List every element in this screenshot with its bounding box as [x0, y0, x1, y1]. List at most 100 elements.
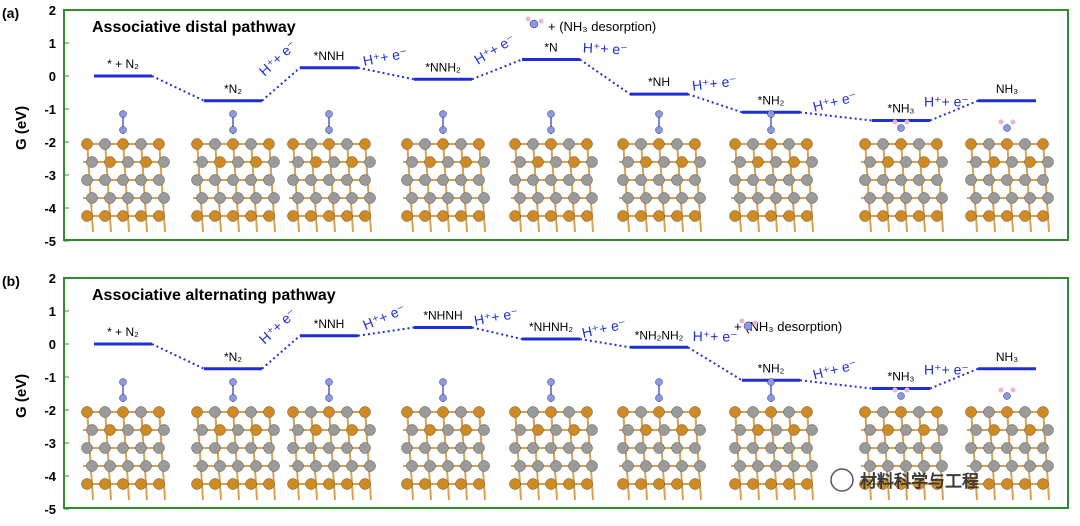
- panel-a-title: Associative distal pathway: [92, 19, 296, 36]
- lattice-atom: [268, 460, 280, 472]
- lattice-atom: [806, 156, 818, 168]
- lattice-atom: [545, 406, 557, 418]
- lattice-atom: [747, 138, 759, 150]
- lattice-atom: [918, 192, 930, 204]
- lattice-atom: [1001, 442, 1013, 454]
- lattice-atom: [640, 424, 652, 436]
- lattice-atom: [514, 192, 526, 204]
- lattice-atom: [877, 406, 889, 418]
- lattice-atom: [81, 138, 93, 150]
- lattice-atom: [442, 192, 454, 204]
- lattice-atom: [117, 406, 129, 418]
- lattice-atom: [473, 138, 485, 150]
- state-label: *NH: [648, 75, 670, 89]
- lattice-atom: [514, 424, 526, 436]
- lattice-atom: [913, 478, 925, 490]
- lattice-atom: [801, 174, 813, 186]
- lattice-atom: [568, 424, 580, 436]
- lattice-atom: [640, 192, 652, 204]
- panel-b-y-axis-label: G (eV): [13, 374, 30, 418]
- lattice-atom: [806, 192, 818, 204]
- lattice-atom: [563, 442, 575, 454]
- lattice-atom: [617, 138, 629, 150]
- lattice-atom: [406, 156, 418, 168]
- lattice-atom: [514, 156, 526, 168]
- nitrogen-atom: [897, 124, 905, 132]
- lattice-atom: [1037, 174, 1049, 186]
- lattice-atom: [788, 156, 800, 168]
- lattice-atom: [81, 442, 93, 454]
- lattice-atom: [442, 156, 454, 168]
- proton-electron-step-label: H⁺+ e⁻: [811, 356, 858, 382]
- y-tick-label: -3: [44, 436, 56, 451]
- slab-structure-icon: [81, 110, 170, 233]
- lattice-atom: [1037, 442, 1049, 454]
- lattice-atom: [455, 442, 467, 454]
- lattice-atom: [783, 174, 795, 186]
- lattice-atom: [1037, 138, 1049, 150]
- lattice-atom: [263, 174, 275, 186]
- lattice-atom: [617, 442, 629, 454]
- lattice-atom: [635, 174, 647, 186]
- lattice-atom: [806, 460, 818, 472]
- nitrogen-atom: [767, 110, 775, 118]
- nitrogen-atom: [229, 110, 237, 118]
- lattice-atom: [694, 424, 706, 436]
- lattice-atom: [729, 442, 741, 454]
- lattice-atom: [765, 174, 777, 186]
- lattice-atom: [729, 174, 741, 186]
- lattice-atom: [104, 156, 116, 168]
- slab-structure-icon: [81, 378, 170, 501]
- proton-electron-step-label: H⁺+ e⁻: [471, 31, 518, 68]
- lattice-atom: [545, 138, 557, 150]
- slab-structure-icon: [729, 110, 818, 233]
- proton-electron-step-label: H⁺+ e⁻: [924, 362, 969, 378]
- slab-structure-icon: [859, 387, 948, 501]
- lattice-atom: [895, 478, 907, 490]
- slab-structure-icon: [287, 378, 376, 501]
- lattice-atom: [752, 424, 764, 436]
- lattice-atom: [1001, 478, 1013, 490]
- lattice-atom: [287, 174, 299, 186]
- lattice-atom: [936, 192, 948, 204]
- y-tick-label: -2: [44, 403, 56, 418]
- lattice-atom: [635, 478, 647, 490]
- panel-b-desorption-note: + (NH₃ desorption): [734, 319, 842, 334]
- proton-electron-step-label: H⁺+ e⁻: [580, 316, 627, 341]
- lattice-atom: [346, 460, 358, 472]
- lattice-atom: [140, 156, 152, 168]
- lattice-atom: [196, 460, 208, 472]
- lattice-atom: [287, 406, 299, 418]
- lattice-atom: [153, 406, 165, 418]
- lattice-atom: [341, 478, 353, 490]
- nitrogen-atom: [767, 378, 775, 386]
- lattice-atom: [1019, 442, 1031, 454]
- y-tick-label: 0: [49, 337, 56, 352]
- lattice-atom: [359, 442, 371, 454]
- slab-structure-icon: [401, 110, 490, 233]
- lattice-atom: [86, 460, 98, 472]
- lattice-atom: [801, 138, 813, 150]
- lattice-atom: [1042, 192, 1054, 204]
- lattice-atom: [1019, 210, 1031, 222]
- lattice-atom: [191, 478, 203, 490]
- y-tick-label: -3: [44, 168, 56, 183]
- lattice-atom: [734, 424, 746, 436]
- lattice-atom: [364, 192, 376, 204]
- lattice-atom: [99, 478, 111, 490]
- lattice-atom: [671, 442, 683, 454]
- lattice-atom: [694, 192, 706, 204]
- lattice-atom: [245, 406, 257, 418]
- watermark: 材料科学与工程: [830, 468, 979, 492]
- state-label: *NH₃: [888, 102, 915, 116]
- lattice-atom: [245, 210, 257, 222]
- lattice-atom: [918, 460, 930, 472]
- state-label: *N₂: [224, 350, 242, 364]
- lattice-atom: [1037, 406, 1049, 418]
- lattice-atom: [877, 442, 889, 454]
- nitrogen-atom: [119, 378, 127, 386]
- lattice-atom: [268, 192, 280, 204]
- lattice-atom: [359, 406, 371, 418]
- transition-connector: [261, 334, 301, 370]
- lattice-atom: [765, 442, 777, 454]
